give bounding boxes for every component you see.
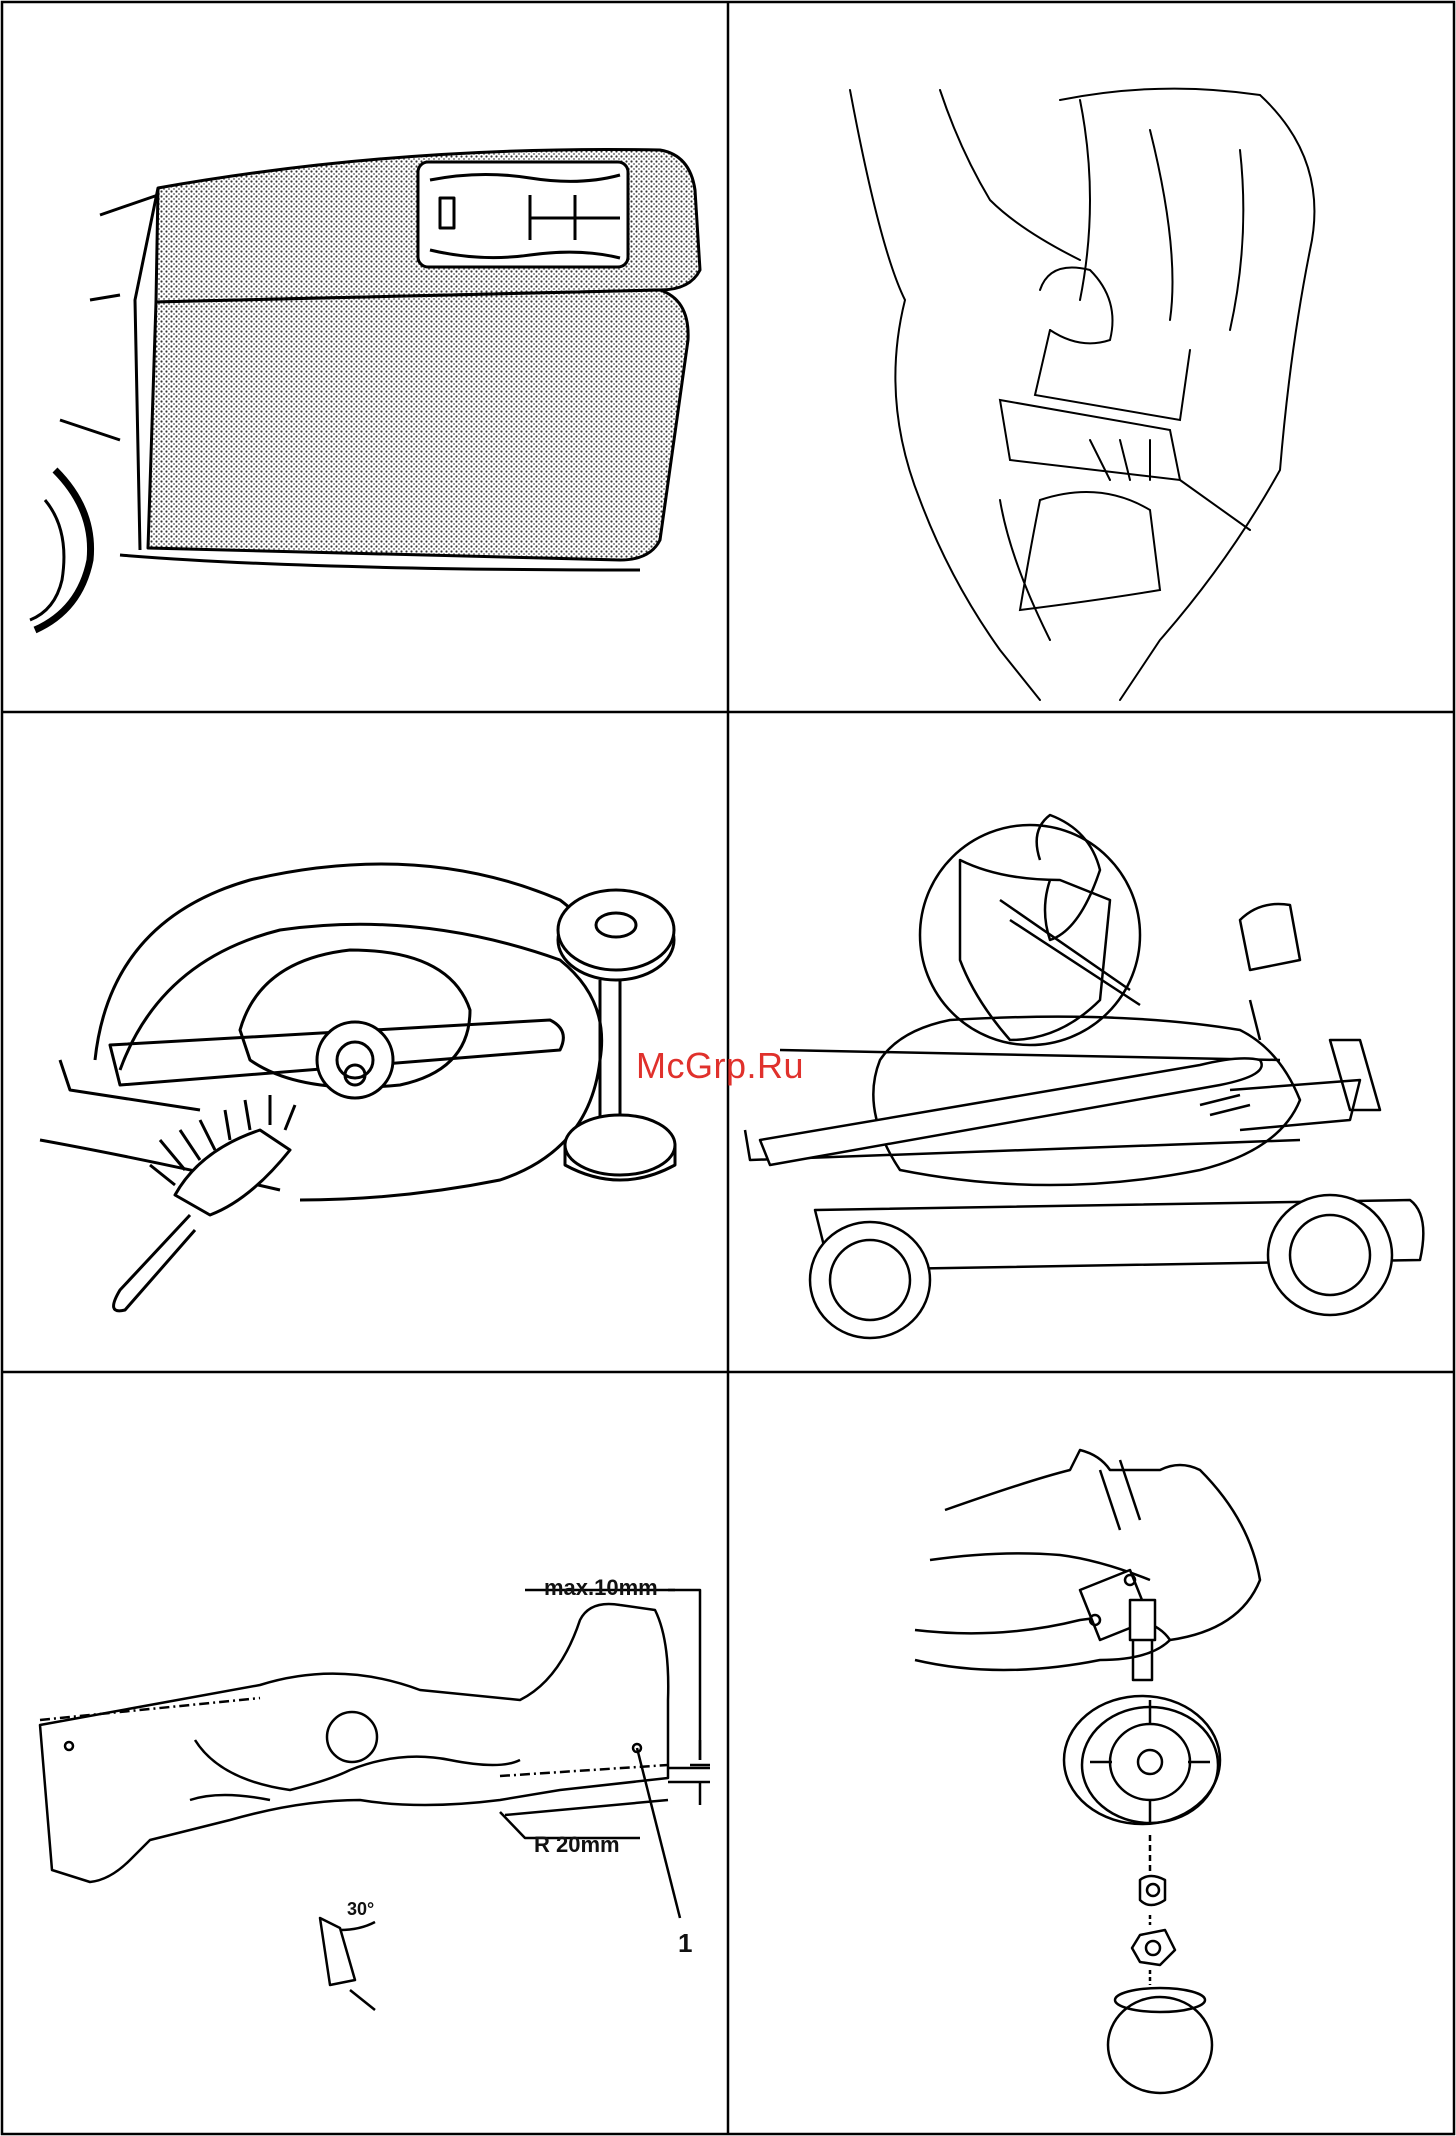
wheel-icon xyxy=(915,1450,1260,2093)
max-wear-label: max.10mm xyxy=(544,1575,658,1600)
brush-icon xyxy=(40,864,675,1311)
radius-label: R 20mm xyxy=(534,1832,620,1857)
angle-label: 30° xyxy=(347,1899,374,1919)
person-carrying-bag-icon xyxy=(850,89,1314,700)
blade-icon xyxy=(40,1590,710,2010)
grass-bag-icon xyxy=(30,149,700,630)
watermark: McGrp.Ru xyxy=(636,1045,804,1087)
callout-number: 1 xyxy=(678,1928,692,1958)
mower-handle-icon xyxy=(745,815,1423,1338)
